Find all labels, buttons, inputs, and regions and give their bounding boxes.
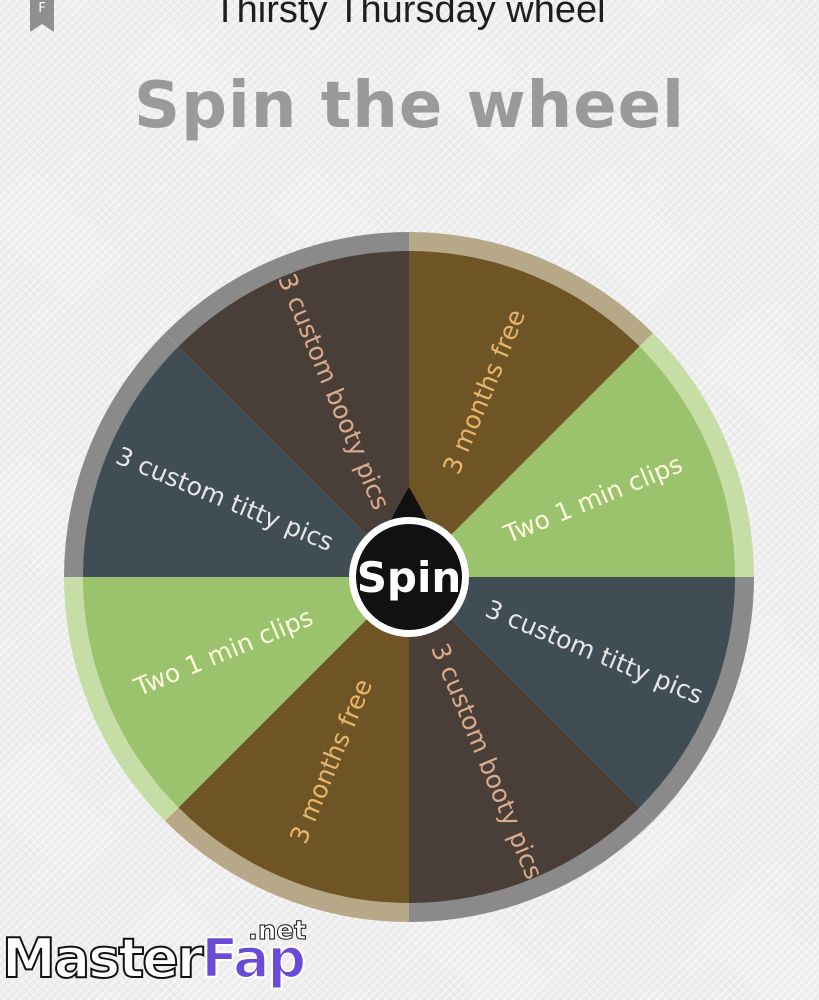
spin-button-label: Spin <box>357 553 462 602</box>
wheel-segment <box>83 346 409 577</box>
page-heading: Spin the wheel <box>134 69 685 143</box>
wheel-segment <box>178 251 409 577</box>
spin-button-face <box>356 524 462 630</box>
bookmark-letter: F <box>38 1 45 16</box>
spin-button[interactable]: Spin <box>349 487 469 637</box>
wheel-segment <box>409 577 735 808</box>
app-title: Thirsty Thursday wheel <box>213 0 606 31</box>
watermark-part-b: Fap <box>200 927 307 991</box>
wheel-segment <box>83 577 409 808</box>
watermark-suffix: .net <box>247 916 307 947</box>
wheel-segments <box>83 251 735 903</box>
wheel-segment <box>409 577 640 903</box>
watermark-logo: MasterFap .net <box>1 916 322 1000</box>
wheel-segment <box>178 577 409 903</box>
bookmark-icon[interactable]: F <box>26 0 58 34</box>
wheel-segment <box>409 251 640 577</box>
watermark-part-a: Master <box>1 927 204 991</box>
wheel-segment <box>409 346 735 577</box>
